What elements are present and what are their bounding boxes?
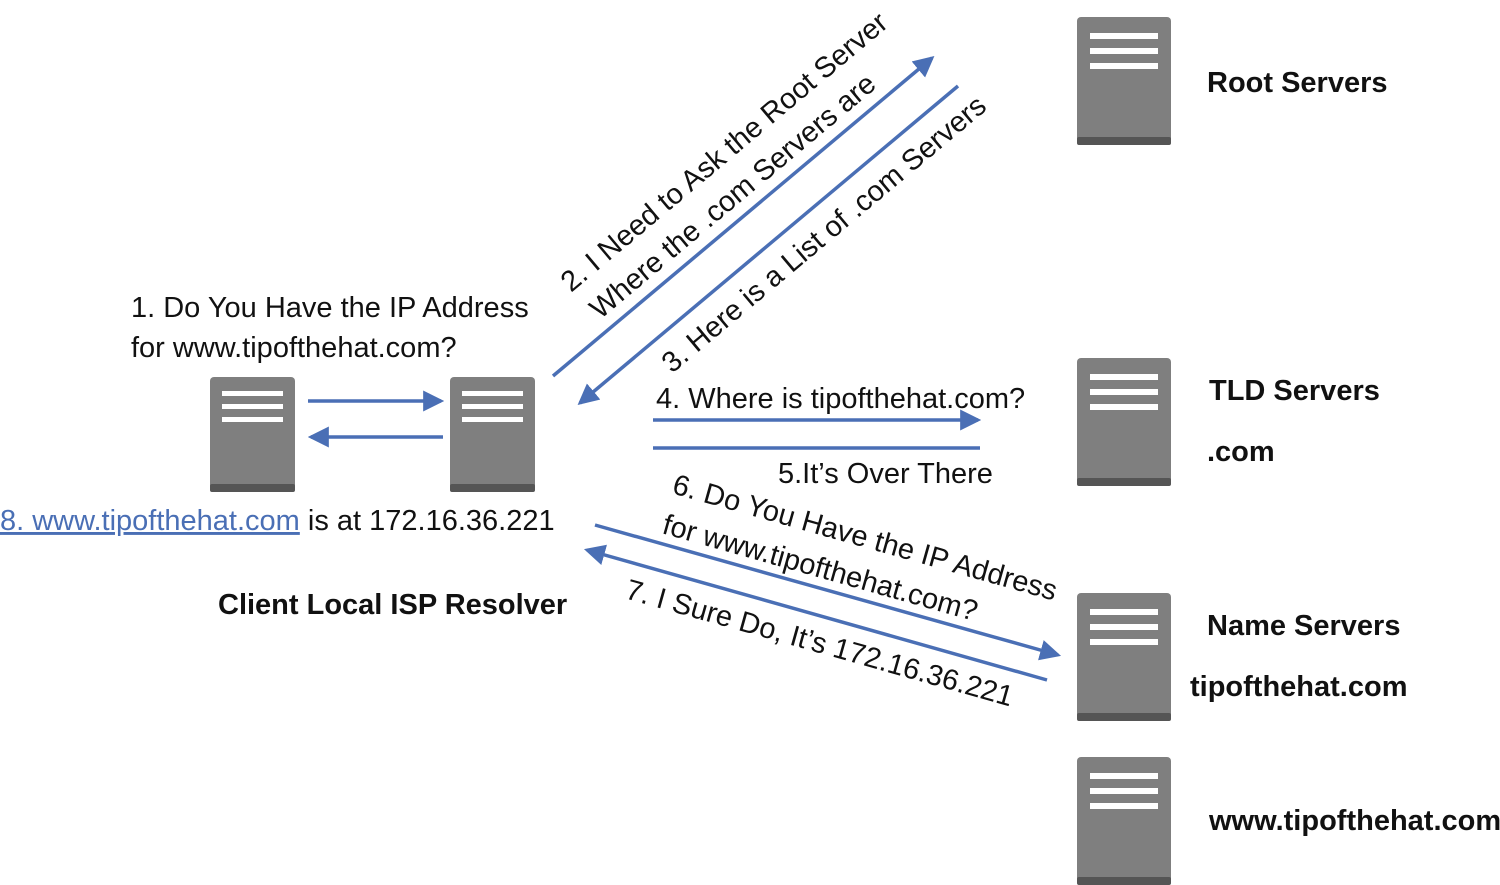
- arrow-resolver-to-nameserver: [594, 523, 1062, 661]
- client-server-icon: [210, 377, 295, 492]
- name-caption: Name Servers: [1207, 610, 1400, 642]
- www-caption: www.tipofthehat.com: [1208, 805, 1500, 837]
- step8-rest: is at 172.16.36.221: [300, 505, 555, 537]
- name-server-icon: [1077, 593, 1171, 721]
- step8-label: 8. www.tipofthehat.com is at 172.16.36.2…: [0, 505, 555, 537]
- resolver-caption: Client Local ISP Resolver: [218, 589, 567, 621]
- step1-label-line2: for www.tipofthehat.com?: [131, 332, 457, 364]
- root-server-icon: [1077, 17, 1171, 145]
- step5-label: 5.It’s Over There: [778, 458, 993, 490]
- arrow-resolver-to-root: [551, 55, 935, 378]
- arrow-nameserver-to-resolver: [583, 544, 1048, 682]
- step2-label-line2: Where the .com Servers are: [584, 68, 882, 326]
- step8-link[interactable]: 8. www.tipofthehat.com: [0, 505, 300, 537]
- step1-label-line1: 1. Do You Have the IP Address: [131, 292, 529, 324]
- tld-subcaption: .com: [1207, 436, 1275, 468]
- name-subcaption: tipofthehat.com: [1190, 671, 1408, 703]
- www-server-icon: [1077, 757, 1171, 885]
- root-caption: Root Servers: [1207, 67, 1388, 99]
- tld-server-icon: [1077, 358, 1171, 486]
- resolver-server-icon: [450, 377, 535, 492]
- step2-label-line1: 2. I Need to Ask the Root Server: [555, 6, 894, 298]
- step4-label: 4. Where is tipofthehat.com?: [656, 383, 1025, 415]
- tld-caption: TLD Servers: [1209, 375, 1380, 407]
- arrow-root-to-resolver: [577, 84, 960, 406]
